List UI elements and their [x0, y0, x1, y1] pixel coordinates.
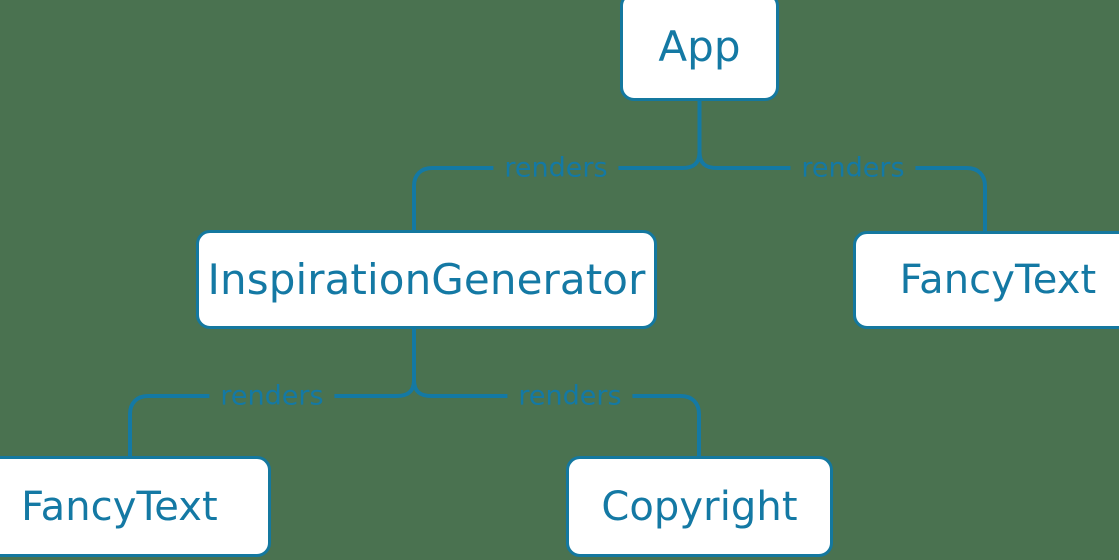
edge-label-app-to-inspiration-generator: renders — [493, 154, 619, 182]
edge-app-fork-right — [697, 151, 779, 170]
node-fancytext-right-label: FancyText — [899, 257, 1097, 303]
node-app[interactable]: App — [620, 0, 779, 101]
node-copyright[interactable]: Copyright — [566, 456, 833, 557]
edge-label-inspiration-generator-to-fancytext: renders — [209, 382, 335, 410]
edge-app-fork-left — [620, 151, 702, 170]
node-copyright-label: Copyright — [601, 483, 798, 530]
node-app-label: App — [658, 21, 741, 71]
node-inspiration-generator-label: InspirationGenerator — [207, 254, 646, 304]
node-fancytext-left-label: FancyText — [21, 483, 218, 530]
node-fancytext-left[interactable]: FancyText — [0, 456, 271, 557]
node-inspiration-generator[interactable]: InspirationGenerator — [196, 230, 657, 329]
edge-ig-fork-right — [412, 379, 493, 398]
edge-label-inspiration-generator-to-copyright: renders — [507, 382, 633, 410]
node-fancytext-right[interactable]: FancyText — [853, 231, 1119, 329]
edge-label-app-to-fancytext: renders — [790, 154, 916, 182]
edge-ig-fork-left — [335, 379, 416, 398]
